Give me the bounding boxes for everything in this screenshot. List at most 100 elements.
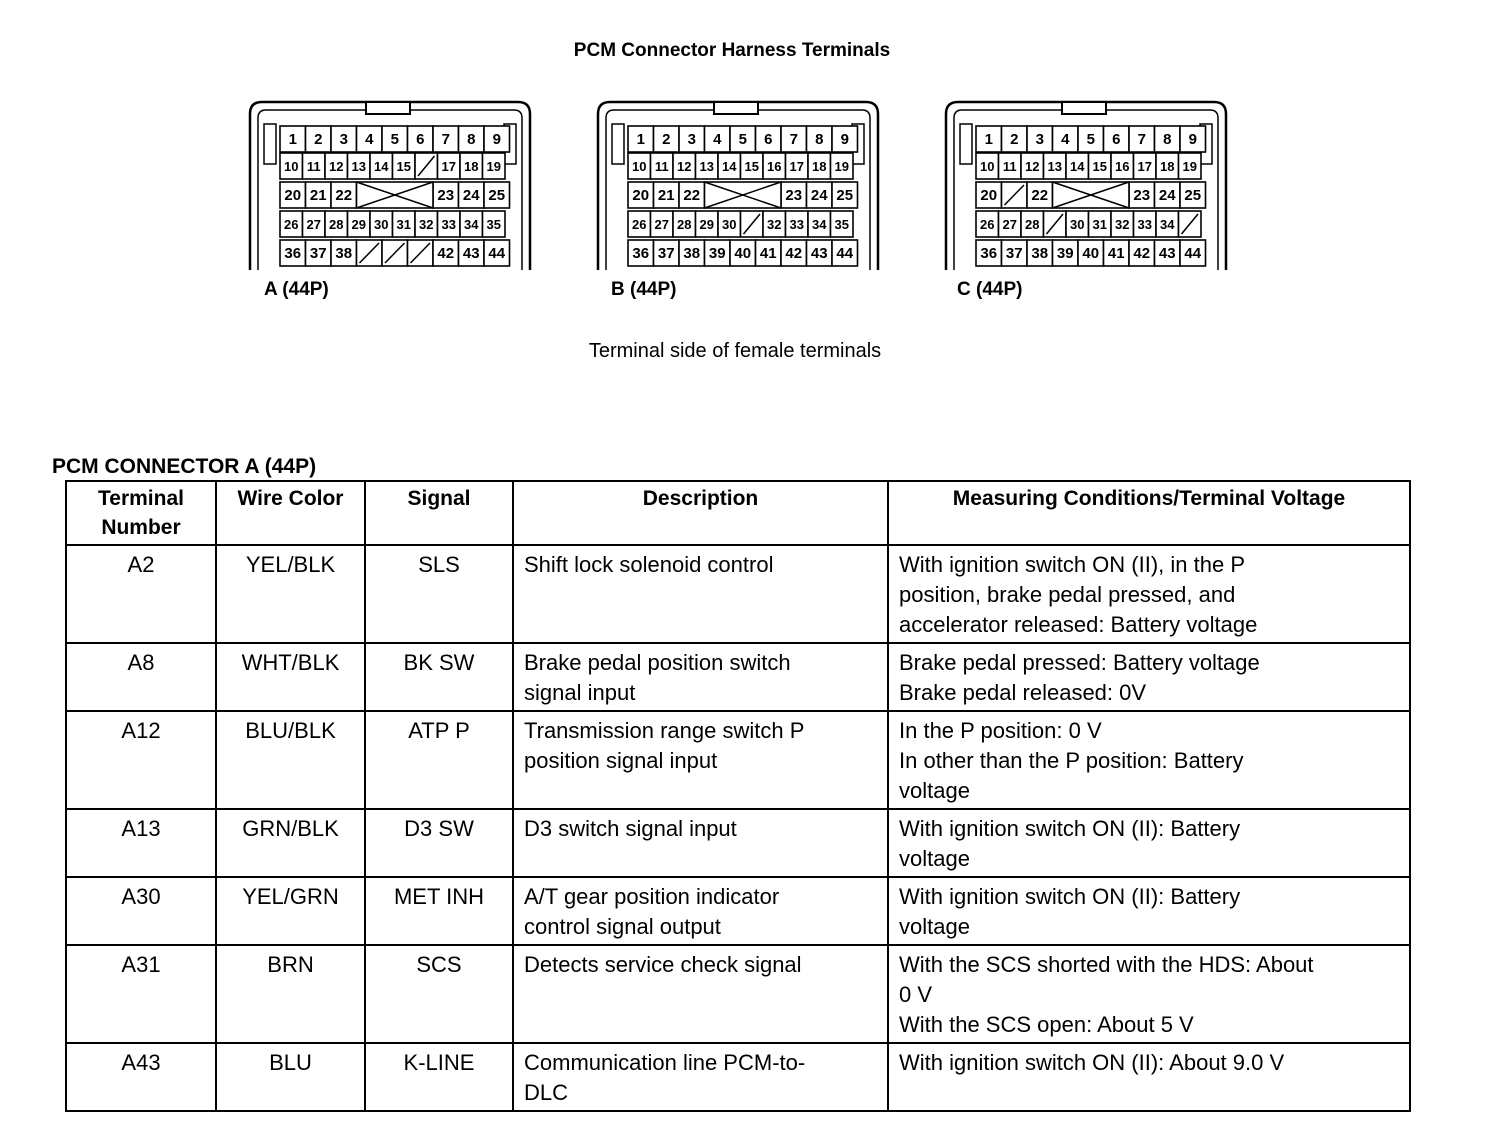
terminal-cell	[975, 125, 1003, 153]
terminal-cell	[1026, 239, 1054, 267]
terminal-cell	[1153, 181, 1181, 209]
table-row: A30 YEL/GRN MET INH A/T gear position in…	[65, 876, 1411, 946]
terminal-number: 28	[329, 217, 343, 232]
terminal-cell	[703, 239, 731, 267]
terminal-cell	[1179, 239, 1207, 267]
terminal-number: 43	[463, 245, 480, 262]
terminal-number: 36	[980, 245, 997, 262]
terminal-number: 32	[1115, 217, 1129, 232]
terminal-number: 44	[1184, 245, 1201, 262]
terminal-number: 6	[764, 131, 772, 148]
terminal-cell: A2	[65, 544, 217, 644]
terminal-number: 14	[722, 159, 737, 174]
terminal-number: 34	[812, 217, 827, 232]
terminal-number: 44	[488, 245, 505, 262]
terminal-cell	[652, 125, 680, 153]
terminal-number: 32	[767, 217, 781, 232]
terminal-cell	[831, 239, 859, 267]
terminal-number: 9	[493, 131, 501, 148]
terminal-cell	[678, 125, 706, 153]
terminal-cell	[457, 181, 485, 209]
terminal-number: 20	[980, 187, 997, 204]
empty-terminal-mark	[358, 242, 380, 264]
terminal-number: 35	[835, 217, 849, 232]
description-cell: Communication line PCM-to-DLC	[512, 1042, 889, 1112]
terminal-number: 8	[1163, 131, 1171, 148]
wire-color-cell: BLU	[215, 1042, 366, 1112]
terminal-number: 41	[760, 245, 777, 262]
table-row: A13 GRN/BLK D3 SW D3 switch signal input…	[65, 808, 1411, 878]
terminal-number: 19	[487, 159, 501, 174]
terminal-cell: A31	[65, 944, 217, 1044]
terminal-number: 30	[722, 217, 736, 232]
terminal-number: 22	[335, 187, 352, 204]
wire-color-cell: BLU/BLK	[215, 710, 366, 810]
terminal-number: 23	[437, 187, 454, 204]
terminal-number: 9	[1189, 131, 1197, 148]
terminal-cell	[652, 181, 680, 209]
signal-cell: SCS	[364, 944, 514, 1044]
terminal-number: 43	[1159, 245, 1176, 262]
wire-color-cell: YEL/BLK	[215, 544, 366, 644]
empty-terminal-mark	[1045, 213, 1064, 235]
pin-table: Terminal Number Wire Color Signal Descri…	[65, 480, 1411, 1112]
terminal-number: 6	[1112, 131, 1120, 148]
terminal-number: 19	[835, 159, 849, 174]
terminal-number: 27	[307, 217, 321, 232]
terminal-number: 18	[464, 159, 478, 174]
terminal-cell	[729, 125, 757, 153]
terminal-cell	[330, 125, 358, 153]
terminal-number: 3	[688, 131, 696, 148]
terminal-number: 28	[1025, 217, 1039, 232]
terminal-number: 30	[1070, 217, 1084, 232]
terminal-number: 41	[1108, 245, 1125, 262]
terminal-cell	[829, 210, 854, 238]
terminal-number: 3	[1036, 131, 1044, 148]
terminal-cell	[831, 181, 859, 209]
description-cell: Shift lock solenoid control	[512, 544, 889, 644]
terminal-cell	[481, 210, 506, 238]
terminal-cell	[1051, 239, 1079, 267]
terminal-number: 25	[488, 187, 505, 204]
terminal-cell: A43	[65, 1042, 217, 1112]
terminal-number: 11	[655, 159, 669, 174]
terminal-number: 10	[980, 159, 994, 174]
terminal-number: 36	[632, 245, 649, 262]
measure-cell: With ignition switch ON (II): About 9.0 …	[887, 1042, 1411, 1112]
terminal-number: 32	[419, 217, 433, 232]
terminal-number: 8	[815, 131, 823, 148]
signal-cell: K-LINE	[364, 1042, 514, 1112]
terminal-number: 12	[677, 159, 691, 174]
terminal-number: 15	[745, 159, 759, 174]
connector-latch	[365, 101, 411, 115]
terminal-number: 29	[352, 217, 366, 232]
terminal-cell	[975, 181, 1003, 209]
terminal-number: 38	[335, 245, 352, 262]
terminal-number: 23	[1133, 187, 1150, 204]
signal-cell: ATP P	[364, 710, 514, 810]
terminal-number: 4	[365, 131, 374, 148]
terminal-cell	[1153, 239, 1181, 267]
blank-cross-line	[704, 181, 782, 209]
terminal-number: 14	[1070, 159, 1085, 174]
terminal-cell	[652, 239, 680, 267]
terminal-cell	[1128, 239, 1156, 267]
terminal-cell	[1077, 125, 1105, 153]
terminal-number: 3	[340, 131, 348, 148]
terminal-number: 8	[467, 131, 475, 148]
terminal-number: 7	[790, 131, 798, 148]
terminal-cell	[1179, 181, 1207, 209]
terminal-number: 13	[352, 159, 366, 174]
header-signal: Signal	[364, 480, 514, 546]
terminal-number: 20	[632, 187, 649, 204]
terminal-number: 1	[985, 131, 993, 148]
terminal-number: 13	[1048, 159, 1062, 174]
empty-terminal-mark	[1003, 184, 1025, 206]
terminal-number: 5	[739, 131, 747, 148]
terminal-number: 12	[329, 159, 343, 174]
